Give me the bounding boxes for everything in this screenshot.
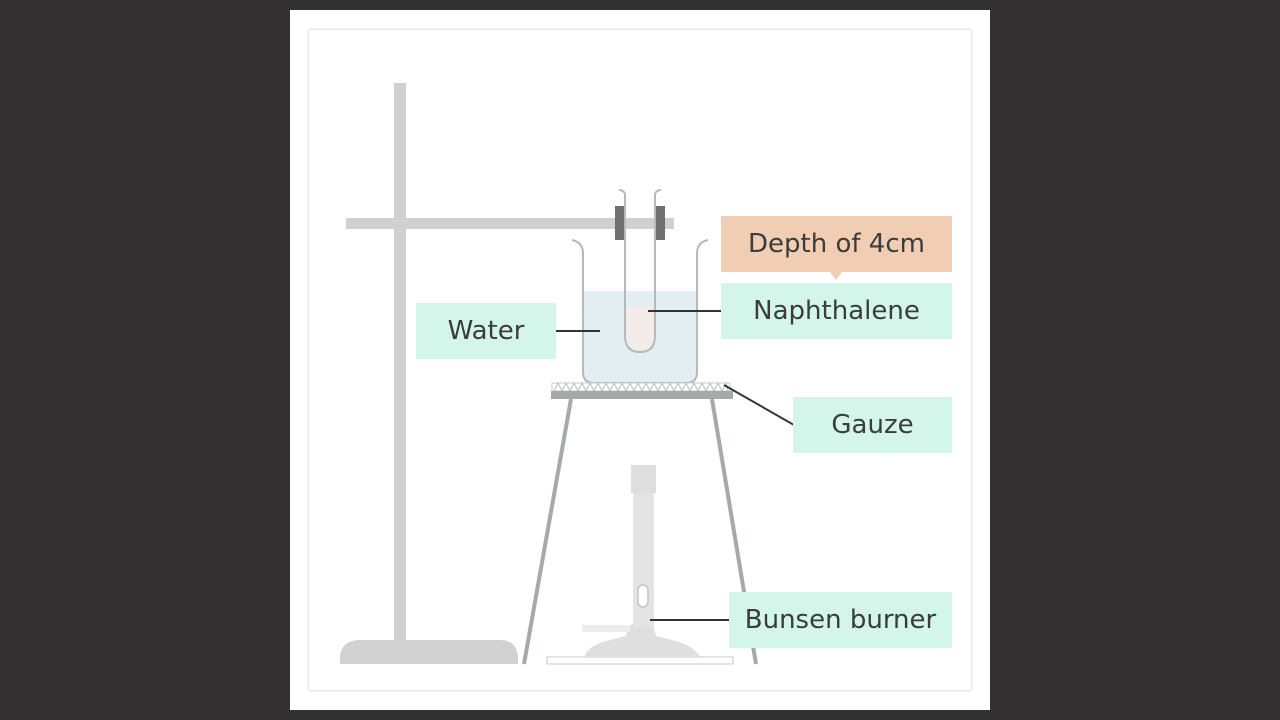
clamp-arm [346,218,674,229]
clamp-jaw-left [615,206,624,240]
test-tube [618,189,662,354]
gauze-leader-line [723,384,795,426]
tripod-leg-left [522,398,573,665]
gas-inlet [582,625,630,632]
naphthalene [627,306,653,350]
bunsen-burner-label: Bunsen burner [729,592,952,648]
retort-stand [340,83,674,664]
retort-stand-rod [394,83,406,643]
burner-tube-top [631,465,656,493]
leader-lines [556,272,842,621]
burner-air-hole [637,584,649,608]
depth-label: Depth of 4cm [721,216,952,272]
test-tube-outline [618,189,662,354]
burner-base-plate [546,656,734,665]
tripod-top [551,391,733,399]
naphthalene-label: Naphthalene [721,283,952,339]
clamp-jaw-right [656,206,665,240]
water-label: Water [416,303,556,359]
retort-stand-base [340,640,518,664]
bunsen-burner [546,465,734,665]
burner-base [584,624,700,657]
gauze-label: Gauze [793,397,952,453]
depth-label-pointer [830,272,842,280]
